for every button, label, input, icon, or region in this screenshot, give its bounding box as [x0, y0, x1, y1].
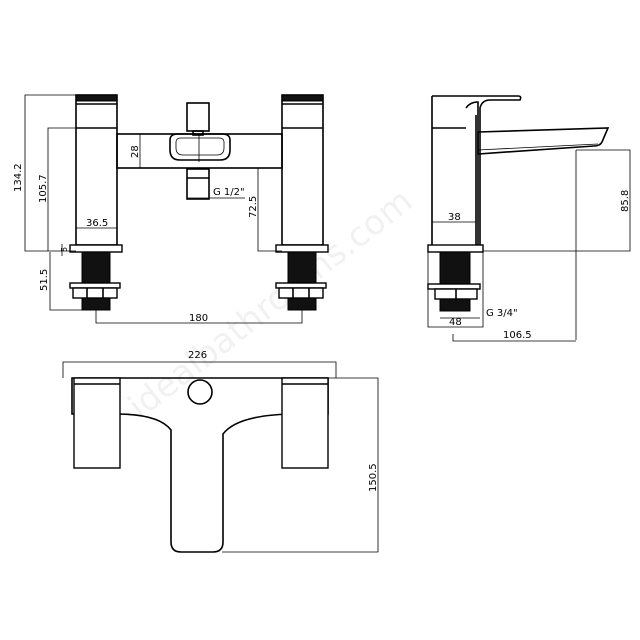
front-view: 134.2 105.7 28 G 1/2" 72.5 36.5 5 51.5 1…	[13, 94, 329, 324]
dim-shank-length: 51.5	[39, 269, 50, 291]
dim-spout-height: 85.8	[620, 190, 631, 212]
dim-outlet-thread: G 1/2"	[213, 187, 245, 198]
dim-body-width: 38	[448, 212, 461, 223]
side-dimensions: 38 85.8 G 3/4" 48 106.5	[427, 149, 631, 342]
dim-outlet-height: 72.5	[248, 196, 259, 218]
bridge	[116, 133, 283, 169]
diverter	[169, 102, 231, 200]
dim-body-height: 105.7	[38, 174, 49, 203]
front-dimensions: 134.2 105.7 28 G 1/2" 72.5 36.5 5 51.5 1…	[13, 94, 303, 324]
plan-view: 226 150.5	[62, 350, 379, 553]
dim-bridge-height: 28	[130, 145, 141, 158]
dim-overall-width: 226	[188, 350, 207, 361]
dim-centres: 180	[189, 313, 208, 324]
watermark: idealbathrooms.com	[121, 181, 420, 427]
dim-overall-height: 134.2	[13, 163, 24, 192]
plan-dimensions: 226 150.5	[62, 350, 379, 553]
dim-overall-depth: 150.5	[368, 463, 379, 492]
dim-base-plate: 5	[60, 247, 69, 252]
dim-shank-thread: G 3/4"	[486, 308, 518, 319]
side-view: 38 85.8 G 3/4" 48 106.5	[427, 95, 631, 342]
dim-handle-width: 36.5	[86, 218, 108, 229]
dim-base-width: 48	[449, 317, 462, 328]
dim-spout-projection: 106.5	[503, 330, 532, 341]
right-handle	[275, 94, 329, 311]
left-handle	[69, 94, 123, 311]
